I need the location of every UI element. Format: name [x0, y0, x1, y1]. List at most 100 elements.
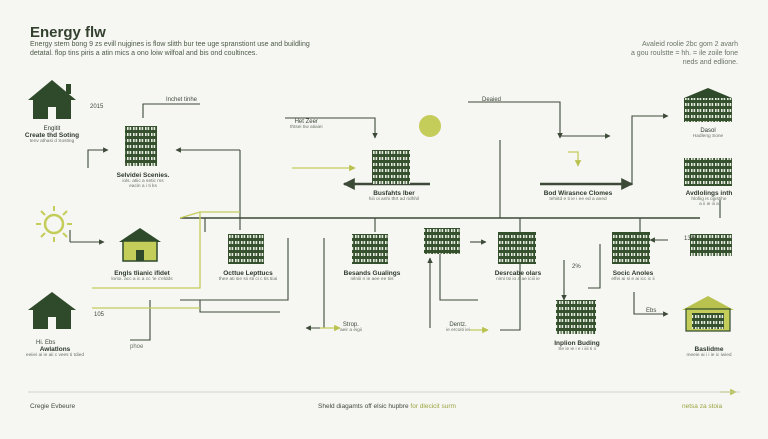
sun-disk-icon [419, 115, 441, 137]
subtitle-line-1: Energy stern bong 9 zs evill nujgines is… [30, 41, 310, 48]
house-icon [28, 80, 76, 119]
annotation-2015: 2015 [90, 104, 104, 110]
besands-building-icon [352, 234, 388, 264]
line-office-box [199, 300, 280, 313]
annotation-ebs: Ebs [646, 308, 657, 314]
arrow-to-r-house [633, 292, 669, 317]
r-tower2-title: Avdlolings inth [685, 190, 733, 197]
strop-title: Strop. [342, 322, 359, 328]
destriabe-title: Desrcabe olars [494, 270, 542, 277]
node-label-house-green: Engls tlianic ifidet lorioi. acc a ic a … [102, 270, 182, 282]
arrow-deaied [468, 101, 563, 139]
center-tower-sub: hiii oi anhi thrt ad ridhhil [368, 197, 420, 202]
tower-left-sub1: iols. atiic a setic ms [122, 179, 164, 184]
footer-left: Cregie Evbeure [30, 403, 76, 410]
house-right-icon [682, 296, 734, 332]
office-sub: thee ati sie sii sti ci c tis tiiai [218, 277, 278, 282]
annotation-2pct: 2% [572, 264, 581, 270]
accent-arrow-right [568, 151, 582, 167]
strop-sub: aeir a eigii [340, 328, 362, 333]
mid-building-icon [424, 228, 460, 254]
r-tower1-sub: Hadleng Sone [692, 134, 724, 139]
subtitle-line-2: detatal. flop tins piris a atin mics a o… [30, 50, 258, 57]
annotation-het-zeer: Het Zeer thtsei tiw atiaiei [290, 119, 323, 130]
inplon-sub: Se ie ie i e i iiii ti ii [558, 347, 596, 352]
r-house-title: Baslidme [694, 346, 724, 353]
right-top-title: Bod Wirasnce Clomes [543, 190, 613, 197]
node-label-house-bottom: Awlatlons eeiiei ai ie aii c vees ti tdi… [20, 346, 90, 358]
inplon-title: Inplion Buding [554, 340, 600, 347]
line-bottom-left [130, 300, 151, 341]
node-label-r-house: Baslidme meeie ai i i ie ic iwied [674, 346, 744, 358]
node-label-office: Octtue Lepttucs thee ati sie sii sti ci … [210, 270, 286, 282]
center-tower-icon [372, 150, 410, 184]
annotation-hi-ebs: Hi. Ebs [36, 340, 56, 346]
top-right-line-3: neds and edlione. [682, 59, 738, 66]
right-tower-3-icon [690, 234, 732, 256]
node-label-r-tower1: Dasol Hadleng Sone [680, 128, 736, 139]
annotation-inchet: Inchet tinhe [166, 97, 198, 103]
tower-left-icon [125, 126, 157, 166]
r-tower1-title: Dasol [700, 128, 716, 134]
node-label-destriabe: Desrcabe olars nimi tsi io a ae iciii ie [482, 270, 554, 282]
node-label-tower-left: Selvidei Scenies. iols. atiic a setic ms… [108, 172, 178, 189]
node-label-besands: Besands Gualings nilniii n ie aee ee tii… [334, 270, 410, 282]
accent-line-top [179, 211, 240, 219]
right-tower-2-icon [684, 158, 732, 186]
right-tower-1-icon [684, 88, 732, 122]
house-top-sub1: Create thd Soting [24, 132, 80, 139]
annotation-105: 105 [94, 312, 105, 318]
node-label-right-top: Bod Wirasnce Clomes tehiitd e ti ie i ee… [530, 190, 626, 202]
annotation-dentz: Dentz. ie ercoiti iei [446, 322, 470, 333]
arrow-to-r-tower1 [631, 113, 669, 185]
annotation-deaied: Deaied [482, 97, 502, 103]
socic-title: Socic Anoles [612, 270, 654, 277]
footer-center-accent: for dlecicit surm [410, 403, 456, 410]
accent-line-left [92, 212, 201, 289]
node-label-socic: Socic Anoles elfei ai si e ai icc ic ii [598, 270, 668, 282]
house-bottom-title: Awlatlons [39, 346, 71, 353]
annotation-13pct: 13% [684, 236, 697, 242]
het-zeer-sub: thtsei tiw atiaiei [290, 125, 323, 130]
socic-sub: elfei ai si e ai icc ic ii [611, 277, 655, 282]
center-tower-title: Busfahts lber [373, 190, 415, 197]
r-house-sub: meeie ai i i ie ic iwied [686, 353, 732, 358]
tower-left-title: Selvidei Scenies. [116, 172, 170, 179]
dentz-title: Dentz. [449, 322, 467, 328]
arrow-house-to-tower [87, 147, 109, 168]
node-label-house-top: Engitit Create thd Soting tenv athasi d … [22, 126, 82, 144]
destriabe-building-icon [498, 232, 536, 264]
het-zeer-title: Het Zeer [294, 119, 318, 125]
r-tower2-sub1: hlofiig is ogistihe [691, 197, 727, 202]
annotation-strop: Strop. aeir a eigii [340, 322, 362, 333]
diagram-title: Energy flw [30, 24, 106, 41]
dentz-sub: ie ercoiti iei [446, 328, 470, 333]
house-green-sub: lorioi. acc a ic a cc 'ie c'eldds [111, 277, 173, 282]
footer-right: netsa za stoia [682, 403, 723, 410]
node-label-inplon: Inplion Buding Se ie ie i e i iiii ti ii [540, 340, 614, 352]
top-right-line-1: Avaleid roolie 2bc gom 2 avarh [642, 41, 738, 48]
r-tower2-sub2: a ii ie iii a [699, 202, 719, 207]
house-bottom-icon [28, 292, 76, 329]
house-top-title: Engitit [43, 126, 61, 132]
tower-left-sub2: eacin a i ti ks [129, 184, 157, 189]
node-label-center-tower: Busfahts lber hiii oi anhi thrt ad ridhh… [356, 190, 432, 202]
office-building-icon [228, 234, 264, 264]
office-title: Octtue Lepttucs [223, 270, 273, 277]
line-besands [439, 252, 478, 301]
destriabe-sub: nimi tsi io a ae iciii ie [496, 277, 540, 282]
line-socic [588, 244, 601, 289]
house-top-sub2: tenv athasi d Sosting [29, 139, 75, 144]
house-green-icon [119, 228, 161, 262]
sun-icon [36, 206, 72, 242]
line-tower-top [142, 103, 200, 118]
arrow-strop [305, 238, 325, 331]
arrow-het-zeer [285, 117, 378, 139]
right-top-sub: tehiitd e ti ie i ee ed a aned [549, 197, 607, 202]
socic-building-icon [612, 232, 650, 264]
besands-title: Besands Gualings [343, 270, 401, 277]
besands-sub: nilniii n ie aee ee tiis [350, 277, 394, 282]
footer-center: Sheld diagamts off elsic hupbre for dlec… [318, 403, 456, 410]
inplon-building-icon [556, 300, 596, 334]
